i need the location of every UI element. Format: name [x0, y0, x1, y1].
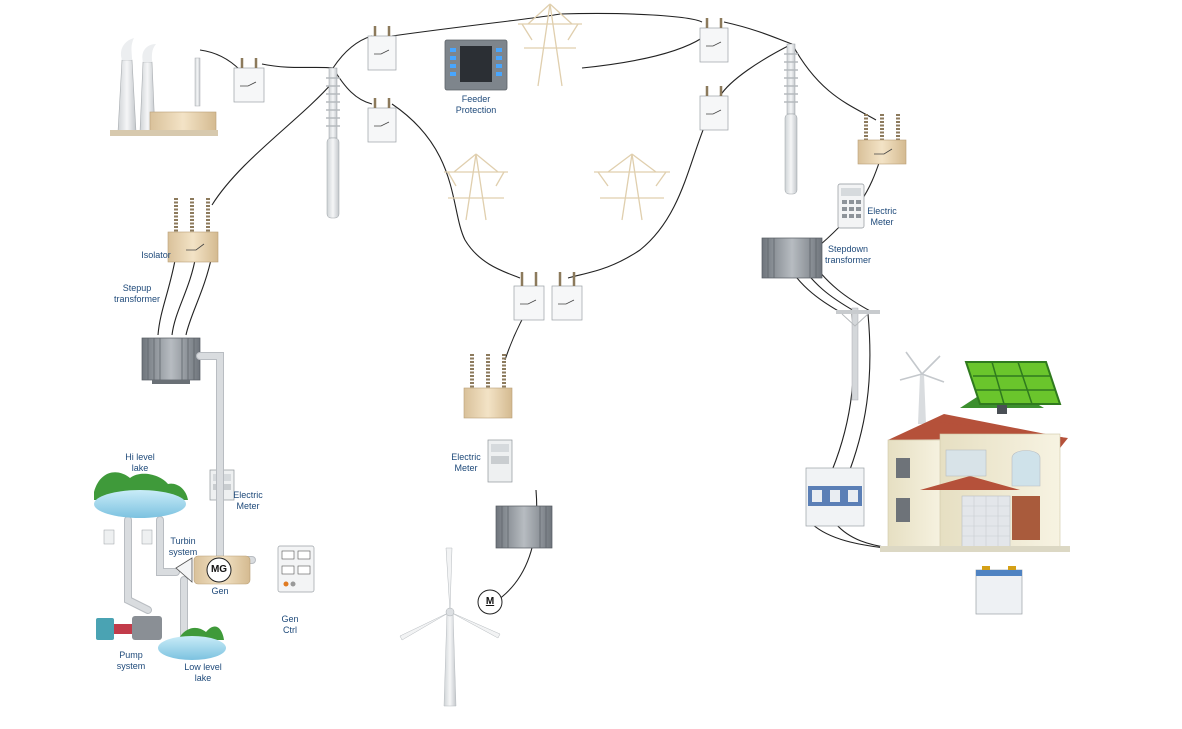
breaker-box [551, 272, 583, 321]
gen-ctrl-label: Gen Ctrl [281, 614, 299, 635]
motor-symbol [477, 589, 503, 615]
gen-label: Gen [211, 586, 229, 596]
stepup-transformer [141, 337, 201, 384]
stepdown-transformer-label: Stepdown transformer [824, 244, 871, 265]
utility-pole [836, 307, 880, 401]
hi-level-lake [94, 472, 188, 518]
breaker-box [233, 58, 265, 103]
stepdown-transformer [761, 237, 823, 279]
power-plant [110, 38, 218, 136]
house [880, 361, 1070, 552]
feeder-protection-relay [444, 39, 508, 91]
wind-turbine-house [899, 351, 945, 424]
wind-turbine-center [399, 547, 501, 707]
center-transformer [495, 505, 553, 549]
breaker-box [699, 86, 729, 131]
transmission-towers [444, 3, 670, 221]
breaker-box [367, 98, 397, 143]
isolator-center [463, 354, 513, 419]
battery [975, 566, 1023, 615]
pump-system [96, 616, 162, 640]
generator-badge: MG [210, 564, 228, 575]
electric-meter-center [487, 439, 513, 483]
bushing [784, 43, 798, 195]
electric-meter-right-label: Electric Meter [867, 206, 897, 227]
electric-meter-left-label: Electric Meter [233, 490, 263, 511]
low-level-lake-label: Low level lake [184, 662, 222, 683]
stepup-transformer-label: Stepup transformer [113, 283, 160, 304]
breaker-box [513, 272, 545, 321]
electric-meter-right [837, 183, 865, 229]
circuit-breaker-panel [805, 467, 865, 527]
turbin-system-label: Turbin system [168, 536, 198, 557]
breaker-boxes [233, 18, 729, 321]
valve [141, 529, 153, 545]
hi-level-lake-label: Hi level lake [125, 452, 155, 473]
isolator-right [857, 114, 907, 165]
turbine-generator [175, 555, 251, 585]
isolator-label: Isolator [141, 250, 171, 260]
gen-ctrl-panel [277, 545, 315, 593]
isolator-left [167, 198, 219, 263]
breaker-box [367, 26, 397, 71]
pump-system-label: Pump system [116, 650, 146, 671]
motor-badge: M [485, 596, 495, 607]
valve [103, 529, 115, 545]
low-level-lake [158, 626, 226, 660]
breaker-box [699, 18, 729, 63]
bushing [326, 67, 340, 219]
electric-meter-center-label: Electric Meter [451, 452, 481, 473]
feeder-protection-label: Feeder Protection [455, 94, 497, 115]
